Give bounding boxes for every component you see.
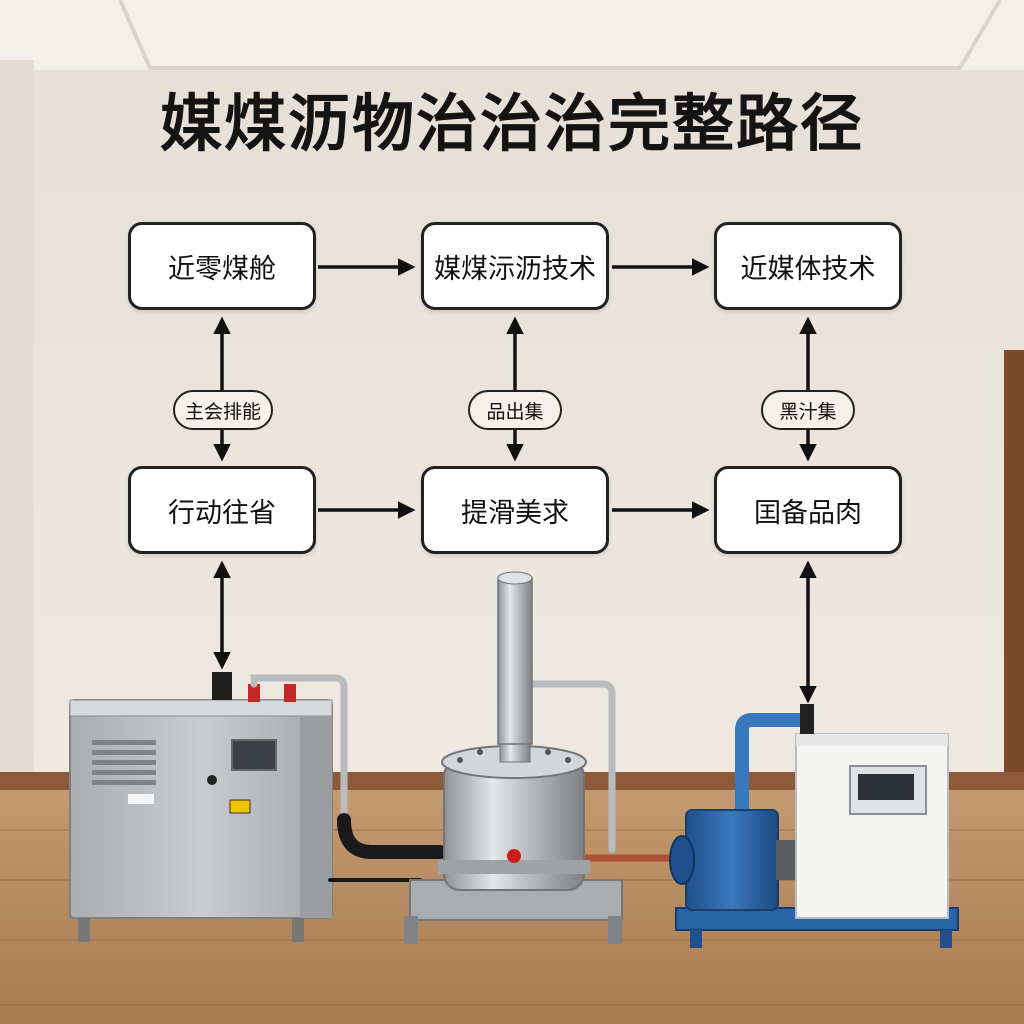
door-frame xyxy=(1004,350,1024,790)
ceiling xyxy=(0,0,1024,70)
white-control-box xyxy=(795,733,949,919)
connecting-pipes xyxy=(250,674,676,882)
node-top-center: 媒煤沶沥技术 xyxy=(421,222,609,310)
reactor-red-indicator xyxy=(507,849,521,863)
cabinet-knob xyxy=(207,775,217,785)
node-bottom-center: 提滑美求 xyxy=(421,466,609,554)
node-bottom-right: 囯备品肉 xyxy=(714,466,902,554)
steel-cabinet-unit xyxy=(69,672,333,942)
link-label-left: 主会排能 xyxy=(173,390,273,430)
reactor-chimney xyxy=(497,577,533,745)
page-title: 媒煤沥物治治治完整路径 xyxy=(159,87,864,160)
control-top-valve xyxy=(800,704,814,734)
steel-reactor xyxy=(404,571,623,944)
diagram-arrows xyxy=(213,258,817,704)
curtain xyxy=(0,60,34,790)
cabinet-yellow-button xyxy=(229,799,251,814)
vent-grille xyxy=(92,740,156,785)
node-top-right: 近媒体技术 xyxy=(714,222,902,310)
ceiling-molding xyxy=(118,0,1002,70)
cabinet-top-port xyxy=(212,672,232,700)
cabinet-display xyxy=(231,739,277,771)
link-label-center: 品出集 xyxy=(468,390,562,430)
blue-pump xyxy=(685,809,779,911)
cabinet-label xyxy=(128,794,154,804)
link-label-right: 黑汁集 xyxy=(761,390,855,430)
node-bottom-left: 行动往省 xyxy=(128,466,316,554)
node-top-left: 近零煤舱 xyxy=(128,222,316,310)
pump-and-control-unit xyxy=(669,704,959,948)
